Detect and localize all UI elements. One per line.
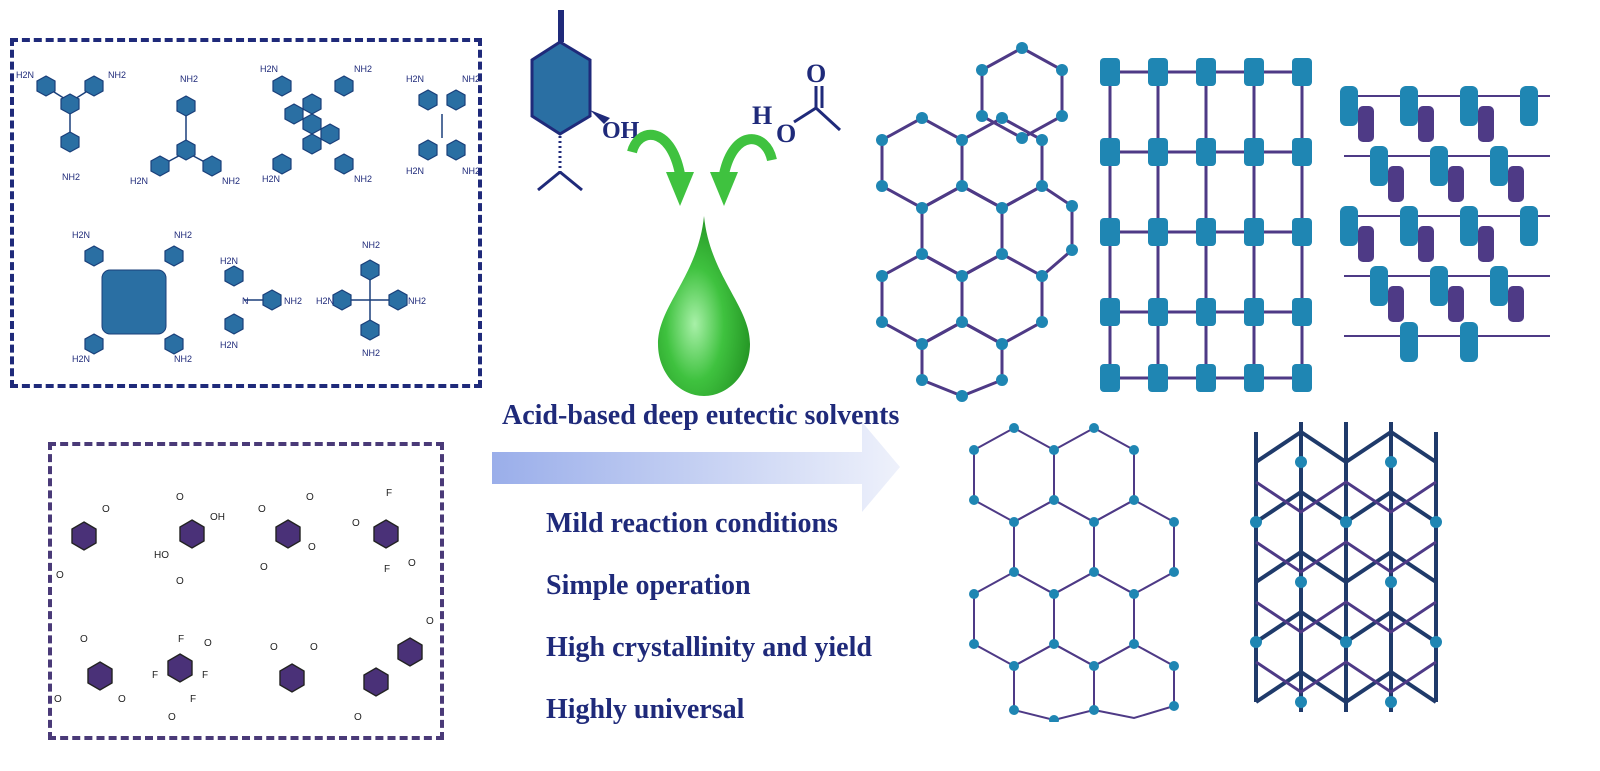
- amine-label: NH2: [62, 172, 80, 182]
- o-label: O: [102, 504, 110, 515]
- amine-label: H2N: [260, 64, 278, 74]
- o-label: O: [776, 119, 796, 148]
- h-label: H: [752, 101, 772, 130]
- f-label: F: [384, 564, 390, 575]
- amine-label: NH2: [408, 296, 426, 306]
- green-arrows: [627, 129, 777, 206]
- feature-item: Mild reaction conditions: [546, 508, 838, 539]
- n-label: N: [242, 296, 249, 306]
- f-label: F: [386, 488, 392, 499]
- amine-label: H2N: [316, 296, 334, 306]
- aldehyde-molecule-2: O OH HO O: [154, 492, 225, 587]
- amine-label: NH2: [354, 64, 372, 74]
- cof-structure-5: [1250, 422, 1442, 712]
- amine-label: H2N: [16, 70, 34, 80]
- menthol-molecule: OH: [530, 10, 640, 192]
- o-label: O: [176, 492, 184, 503]
- amine-label: NH2: [222, 176, 240, 186]
- amine-label: H2N: [220, 256, 238, 266]
- amine-molecule-6: N H2N NH2 H2N: [220, 256, 302, 350]
- amine-molecule-4: H2N NH2 H2N NH2: [406, 74, 480, 176]
- o-label: O: [352, 518, 360, 529]
- o-label: O: [354, 712, 362, 723]
- aldehyde-molecule-6: F O F F F O: [152, 634, 212, 723]
- aldehyde-monomers-drawing: O O O OH HO O O O O O F O F O O O O: [54, 488, 434, 723]
- cof-structure-3: [1340, 86, 1550, 362]
- acetic-acid-molecule: H O O: [752, 59, 842, 148]
- amine-label: NH2: [362, 348, 380, 358]
- amine-molecule-5: H2N NH2 H2N NH2: [72, 230, 192, 364]
- o-label: O: [258, 504, 266, 515]
- o-label: O: [310, 642, 318, 653]
- cof-structure-4: [969, 423, 1179, 722]
- amine-label: NH2: [354, 174, 372, 184]
- o-label: O: [168, 712, 176, 723]
- amine-label: H2N: [72, 230, 90, 240]
- amine-label: NH2: [180, 74, 198, 84]
- amine-label: NH2: [284, 296, 302, 306]
- amine-label: H2N: [406, 74, 424, 84]
- cof-structure-2: [1100, 58, 1312, 392]
- caption: Acid-based deep eutectic solvents: [502, 400, 900, 431]
- o-label: O: [426, 616, 434, 627]
- o-label: O: [408, 558, 416, 569]
- o-label: O: [118, 694, 126, 705]
- o-label: O: [270, 642, 278, 653]
- f-label: F: [178, 634, 184, 645]
- aldehyde-molecule-5: O O O: [54, 634, 126, 705]
- aldehyde-molecule-4: F O F O: [352, 488, 416, 575]
- ho-label: HO: [154, 550, 169, 561]
- amine-label: H2N: [130, 176, 148, 186]
- f-label: F: [152, 670, 158, 681]
- deep-eutectic-solvent-scheme: OH H O O: [530, 10, 842, 396]
- o-label: O: [260, 562, 268, 573]
- feature-item: Highly universal: [546, 694, 745, 725]
- amine-label: H2N: [406, 166, 424, 176]
- amine-label: NH2: [462, 166, 478, 176]
- oh-label: OH: [210, 512, 225, 523]
- feature-item: Simple operation: [546, 570, 751, 601]
- o-label: O: [308, 542, 316, 553]
- amine-label: NH2: [108, 70, 126, 80]
- o-label: O: [56, 570, 64, 581]
- cof-structure-1: [876, 42, 1078, 402]
- feature-item: High crystallinity and yield: [546, 632, 872, 663]
- f-label: F: [202, 670, 208, 681]
- o-label: O: [54, 694, 62, 705]
- amine-molecule-3: H2N NH2 H2N NH2: [260, 64, 372, 184]
- aldehyde-monomers-box: O O O OH HO O O O O O F O F O O O O: [48, 442, 444, 740]
- amine-monomers-drawing: H2N NH2 NH2 NH2 H2N NH2 H2N NH2 H2N NH2: [16, 64, 480, 364]
- amine-label: NH2: [174, 230, 192, 240]
- o-label: O: [204, 638, 212, 649]
- o-label: O: [176, 576, 184, 587]
- amine-label: H2N: [262, 174, 280, 184]
- aldehyde-molecule-3: O O O O: [258, 492, 316, 573]
- amine-label: NH2: [462, 74, 478, 84]
- amine-label: NH2: [362, 240, 380, 250]
- aldehyde-molecule-7: O O: [270, 642, 318, 693]
- amine-label: NH2: [174, 354, 192, 364]
- o-label: O: [306, 492, 314, 503]
- aldehyde-molecule-8: O O: [354, 616, 434, 723]
- o-label: O: [80, 634, 88, 645]
- amine-label: H2N: [220, 340, 238, 350]
- process-arrow: [492, 422, 900, 512]
- amine-molecule-2: NH2 H2N NH2: [130, 74, 240, 186]
- f-label: F: [190, 694, 196, 705]
- amine-monomers-box: H2N NH2 NH2 NH2 H2N NH2 H2N NH2 H2N NH2: [10, 38, 482, 388]
- o-label: O: [806, 59, 826, 88]
- amine-molecule-1: H2N NH2 NH2: [16, 70, 126, 182]
- amine-molecule-7: NH2 H2N NH2 NH2: [316, 240, 426, 358]
- aldehyde-molecule-1: O O: [56, 504, 110, 581]
- amine-label: H2N: [72, 354, 90, 364]
- solvent-droplet: [658, 216, 750, 396]
